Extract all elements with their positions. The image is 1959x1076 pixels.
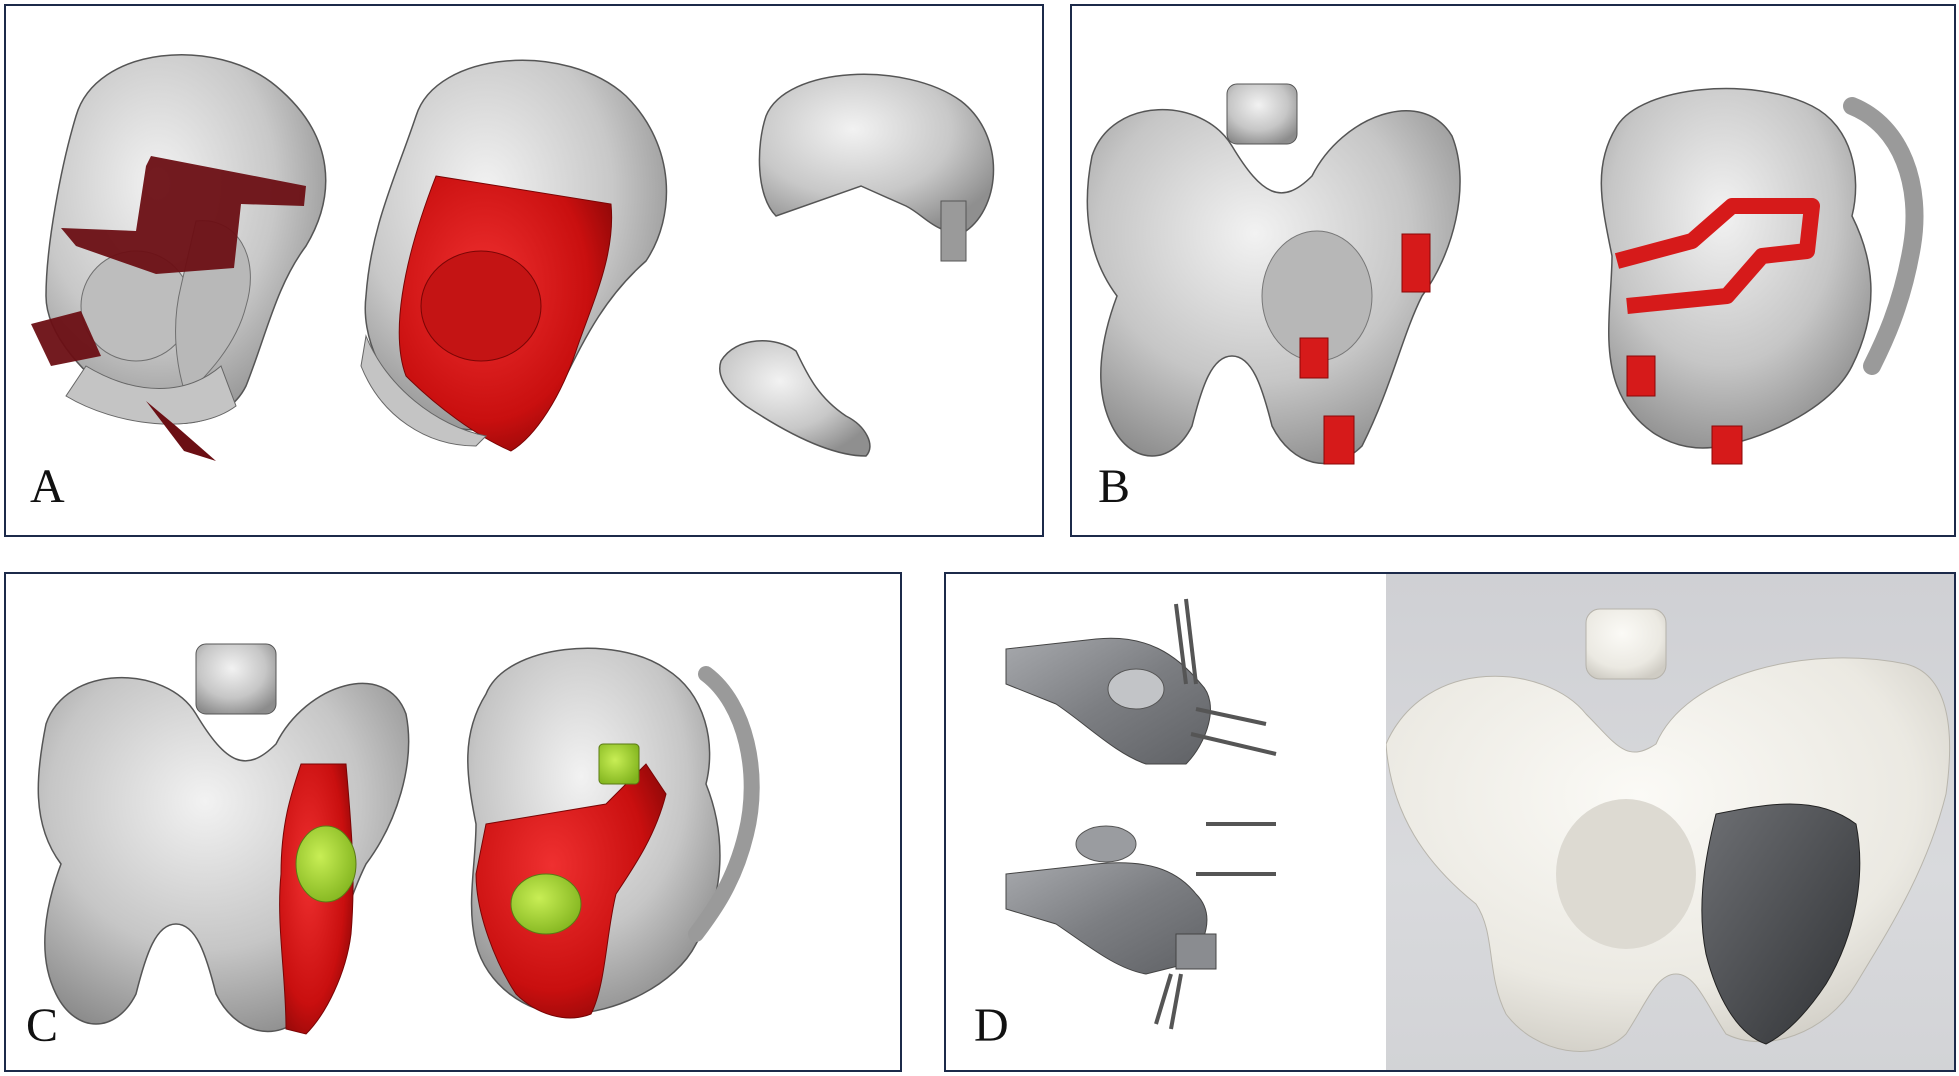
panel-label-a: A (30, 460, 65, 513)
panel-label-d: D (974, 999, 1009, 1052)
panel-d: D (944, 572, 1956, 1072)
implant-bottom-view (1005, 822, 1276, 1030)
panel-label-c: C (26, 999, 59, 1052)
implant-photo (1005, 598, 1277, 1030)
printed-pelvis-photo (1386, 574, 1954, 1070)
pelvis-lateral-view-with-guides (1600, 87, 1924, 465)
pelvis-front-view-with-guides (1086, 83, 1461, 465)
panel-b-illustration (1086, 83, 1924, 465)
panel-b: B (1070, 4, 1956, 537)
pelvis-lateral-view-with-implant (467, 647, 760, 1019)
panel-c: C (4, 572, 902, 1072)
printed-pelvis-model (1386, 608, 1951, 1052)
panel-a: A (4, 4, 1044, 537)
pelvis-front-view-with-implant (37, 643, 410, 1035)
panel-label-b: B (1098, 460, 1131, 513)
resected-segments (719, 73, 995, 457)
hemipelvis-resection-region (360, 59, 668, 452)
panel-c-illustration (37, 643, 760, 1035)
implant-top-view (1005, 598, 1277, 765)
panel-a-illustration (31, 54, 995, 461)
hemipelvis-with-planes (31, 54, 327, 461)
